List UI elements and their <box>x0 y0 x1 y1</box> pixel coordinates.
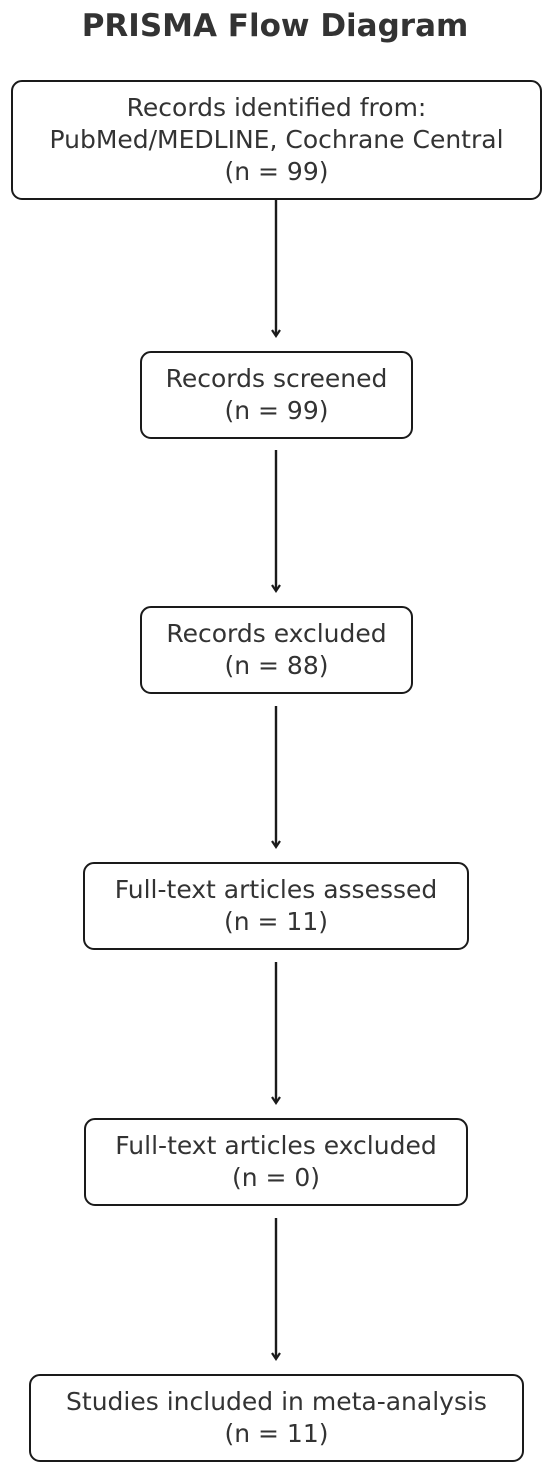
node-records-identified-line-3: (n = 99) <box>224 157 329 186</box>
node-records-identified: Records identified from: PubMed/MEDLINE,… <box>11 80 542 200</box>
node-records-screened: Records screened (n = 99) <box>140 351 413 439</box>
node-records-screened-line-2: (n = 99) <box>224 396 329 425</box>
node-records-screened-line-1: Records screened <box>165 364 388 393</box>
node-studies-included-line-2: (n = 11) <box>224 1419 329 1448</box>
node-fulltext-excluded-line-1: Full-text articles excluded <box>115 1131 437 1160</box>
diagram-title: PRISMA Flow Diagram <box>81 8 469 44</box>
node-records-identified-line-2: PubMed/MEDLINE, Cochrane Central <box>49 125 504 154</box>
node-fulltext-assessed-line-1: Full-text articles assessed <box>114 875 438 904</box>
node-records-excluded-line-2: (n = 88) <box>224 651 329 680</box>
node-records-identified-line-1: Records identified from: <box>126 93 427 122</box>
node-records-excluded-line-1: Records excluded <box>166 619 387 648</box>
node-fulltext-assessed-line-2: (n = 11) <box>223 907 328 936</box>
node-studies-included: Studies included in meta-analysis (n = 1… <box>29 1374 524 1462</box>
node-studies-included-line-1: Studies included in meta-analysis <box>66 1387 487 1416</box>
node-fulltext-excluded-line-2: (n = 0) <box>231 1163 321 1192</box>
node-records-excluded: Records excluded (n = 88) <box>140 606 413 694</box>
node-fulltext-excluded: Full-text articles excluded (n = 0) <box>84 1118 468 1206</box>
node-fulltext-assessed: Full-text articles assessed (n = 11) <box>83 862 469 950</box>
